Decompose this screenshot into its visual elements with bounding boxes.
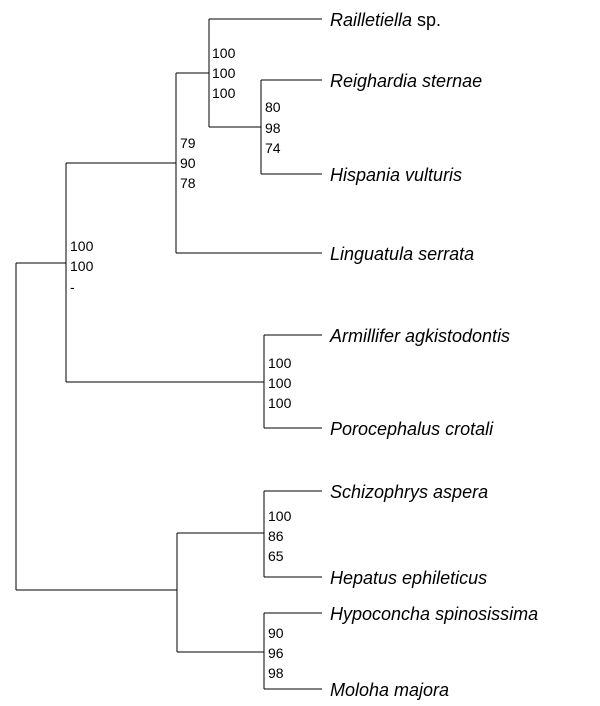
support-value: 100 (212, 45, 236, 61)
taxon-label-hispania: Hispania vulturis (330, 165, 462, 185)
taxon-label-moloha: Moloha majora (330, 680, 449, 700)
taxon-label-hypoconcha: Hypoconcha spinosissima (330, 604, 538, 624)
support-value: 100 (212, 85, 236, 101)
branch-node-reighardia-hispania (209, 80, 262, 174)
support-value: 78 (180, 175, 196, 191)
support-value: 90 (268, 625, 284, 641)
support-value: 80 (265, 99, 281, 115)
taxon-label-hepatus: Hepatus ephileticus (330, 568, 487, 588)
support-value: 100 (268, 395, 292, 411)
support-node-pentastomida: 100 100 - (70, 238, 94, 295)
support-node-reighardia-hispania: 80 98 74 (265, 99, 281, 156)
support-value: 79 (180, 135, 196, 151)
branch-node-crustacea (16, 533, 178, 652)
branch-node-railletiella-linguatula (66, 73, 177, 253)
support-node-armillifer-porocephalus: 100 100 100 (268, 355, 292, 411)
support-node-railletiella-linguatula: 79 90 78 (180, 135, 196, 191)
branch-node-hypoconcha-moloha (177, 613, 265, 689)
support-node-railletiella-clade: 100 100 100 (212, 45, 236, 101)
taxon-label-porocephalus: Porocephalus crotali (330, 419, 494, 439)
support-value: - (70, 279, 75, 295)
support-value: 74 (265, 140, 281, 156)
taxon-label-armillifer: Armillifer agkistodontis (329, 326, 510, 346)
support-value: 100 (70, 238, 94, 254)
support-value: 96 (268, 645, 284, 661)
taxon-label-linguatula: Linguatula serrata (330, 244, 474, 264)
branch-node-railletiella-clade (176, 19, 210, 127)
taxon-label-schizophrys: Schizophrys aspera (330, 482, 488, 502)
support-value: 100 (70, 258, 94, 274)
support-node-hypoconcha-moloha: 90 96 98 (268, 625, 284, 681)
support-values: 100 100 100 80 98 74 79 90 78 100 100 - … (70, 45, 292, 681)
support-value: 100 (268, 355, 292, 371)
support-value: 100 (268, 508, 292, 524)
support-value: 100 (212, 65, 236, 81)
taxon-label-railletiella: Railletiella sp. (330, 10, 441, 30)
branch-node-armillifer-porocephalus (66, 335, 265, 428)
support-value: 65 (268, 548, 284, 564)
support-value: 98 (268, 665, 284, 681)
branch-node-schizophrys-hepatus (177, 491, 265, 577)
taxon-labels: Railletiella sp. Reighardia sternae Hisp… (329, 10, 538, 700)
support-value: 100 (268, 375, 292, 391)
branch-node-pentastomida (16, 163, 67, 382)
taxon-label-reighardia: Reighardia sternae (330, 71, 482, 91)
support-value: 86 (268, 528, 284, 544)
support-value: 98 (265, 120, 281, 136)
support-node-schizophrys-hepatus: 100 86 65 (268, 508, 292, 564)
tree-branches (15, 18, 322, 690)
support-value: 90 (180, 155, 196, 171)
